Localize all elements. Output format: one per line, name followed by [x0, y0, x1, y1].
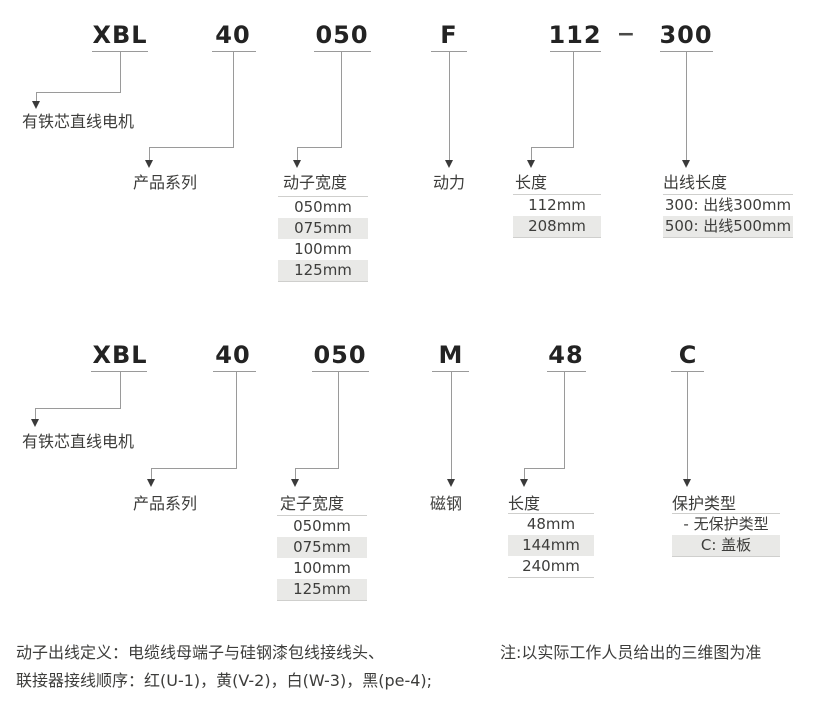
underline — [550, 51, 601, 52]
mover-width-label: 动子宽度 — [283, 173, 348, 192]
connector-line — [449, 51, 450, 161]
connector-line — [120, 51, 121, 92]
option-row: - 无保护类型 — [683, 515, 769, 533]
arrow-down-icon — [293, 160, 301, 168]
arrow-down-icon — [445, 160, 453, 168]
motor-type-label: 有铁芯直线电机 — [22, 112, 135, 131]
code-length: 112 — [548, 21, 602, 49]
connector-line — [531, 147, 574, 148]
connector-line — [686, 51, 687, 161]
length-options-list: 112mm 208mm — [513, 194, 601, 238]
connector-line — [341, 51, 342, 147]
option-row: 144mm — [508, 535, 594, 556]
connector-line — [36, 92, 121, 93]
arrow-down-icon — [31, 419, 39, 427]
code-lead-length: 300 — [659, 21, 713, 49]
connector-line — [297, 147, 298, 161]
connector-line — [236, 371, 237, 468]
magnet-label: 磁钢 — [430, 494, 463, 513]
connector-line — [149, 147, 234, 148]
arrow-down-icon — [520, 479, 528, 487]
code-length: 48 — [548, 341, 584, 369]
connector-line — [151, 468, 152, 480]
lead-length-label: 出线长度 — [663, 173, 728, 192]
product-series-label: 产品系列 — [133, 494, 198, 513]
connector-line — [36, 92, 37, 102]
option-row: C: 盖板 — [672, 535, 780, 556]
connector-line — [35, 408, 36, 420]
lead-length-options-list: 300: 出线300mm 500: 出线500mm — [663, 194, 793, 238]
connector-line — [687, 371, 688, 480]
remark-note: 注:以实际工作人员给出的三维图为准 — [500, 643, 762, 662]
connector-line — [151, 468, 237, 469]
length-options-list: 48mm 144mm 240mm — [508, 513, 594, 578]
option-row: 208mm — [513, 216, 601, 237]
code-stator-width: 050 — [313, 341, 367, 369]
arrow-down-icon — [682, 160, 690, 168]
arrow-down-icon — [145, 160, 153, 168]
stator-width-options-list: 050mm 075mm 100mm 125mm — [277, 515, 367, 601]
underline — [91, 371, 147, 372]
code-motor-type: XBL — [92, 21, 148, 49]
option-row: 112mm — [528, 196, 586, 214]
connector-line — [233, 51, 234, 147]
arrow-down-icon — [447, 479, 455, 487]
option-row: 48mm — [526, 515, 576, 533]
code-product-series: 40 — [215, 341, 251, 369]
force-label: 动力 — [433, 173, 466, 192]
connector-line — [524, 468, 565, 469]
underline — [312, 371, 369, 372]
protection-type-label: 保护类型 — [672, 494, 737, 513]
wiring-definition-line2: 联接器接线顺序：红(U-1)，黄(V-2)，白(W-3)，黑(pe-4); — [16, 671, 433, 690]
underline — [213, 371, 256, 372]
option-row: 050mm — [293, 517, 351, 535]
code-mover-width: 050 — [315, 21, 369, 49]
connector-line — [295, 468, 339, 469]
connector-line — [149, 147, 150, 161]
code-protection: C — [678, 341, 698, 369]
product-series-label: 产品系列 — [133, 173, 198, 192]
option-row: 075mm — [278, 218, 368, 239]
mover-width-options-list: 050mm 075mm 100mm 125mm — [278, 196, 368, 282]
code-product-series: 40 — [215, 21, 251, 49]
protection-options-list: - 无保护类型 C: 盖板 — [672, 513, 780, 557]
underline — [547, 371, 586, 372]
stator-width-label: 定子宽度 — [280, 494, 345, 513]
code-force: F — [440, 21, 458, 49]
underline — [432, 371, 469, 372]
connector-line — [524, 468, 525, 480]
option-row: 100mm — [294, 240, 352, 258]
length-label: 长度 — [515, 173, 548, 192]
option-row: 125mm — [277, 579, 367, 600]
option-row: 240mm — [522, 557, 580, 575]
connector-line — [297, 147, 342, 148]
connector-line — [451, 371, 452, 480]
wiring-definition-line1: 动子出线定义：电缆线母端子与硅钢漆包线接线头、 — [16, 643, 385, 662]
option-row: 500: 出线500mm — [663, 216, 793, 237]
connector-line — [338, 371, 339, 468]
option-row: 300: 出线300mm — [664, 196, 792, 214]
option-row: 075mm — [277, 537, 367, 558]
code-magnet: M — [438, 341, 464, 369]
length-label: 长度 — [508, 494, 541, 513]
arrow-down-icon — [527, 160, 535, 168]
underline — [314, 51, 371, 52]
code-separator-dash: − — [616, 22, 636, 47]
connector-line — [564, 371, 565, 468]
motor-type-label: 有铁芯直线电机 — [22, 432, 135, 451]
code-motor-type: XBL — [92, 341, 148, 369]
arrow-down-icon — [683, 479, 691, 487]
underline — [212, 51, 256, 52]
connector-line — [573, 51, 574, 147]
option-row: 125mm — [278, 260, 368, 281]
arrow-down-icon — [147, 479, 155, 487]
arrow-down-icon — [291, 479, 299, 487]
connector-line — [35, 408, 121, 409]
option-row: 100mm — [293, 559, 351, 577]
connector-line — [295, 468, 296, 480]
connector-line — [120, 371, 121, 408]
arrow-down-icon — [32, 101, 40, 109]
connector-line — [531, 147, 532, 161]
option-row: 050mm — [294, 198, 352, 216]
